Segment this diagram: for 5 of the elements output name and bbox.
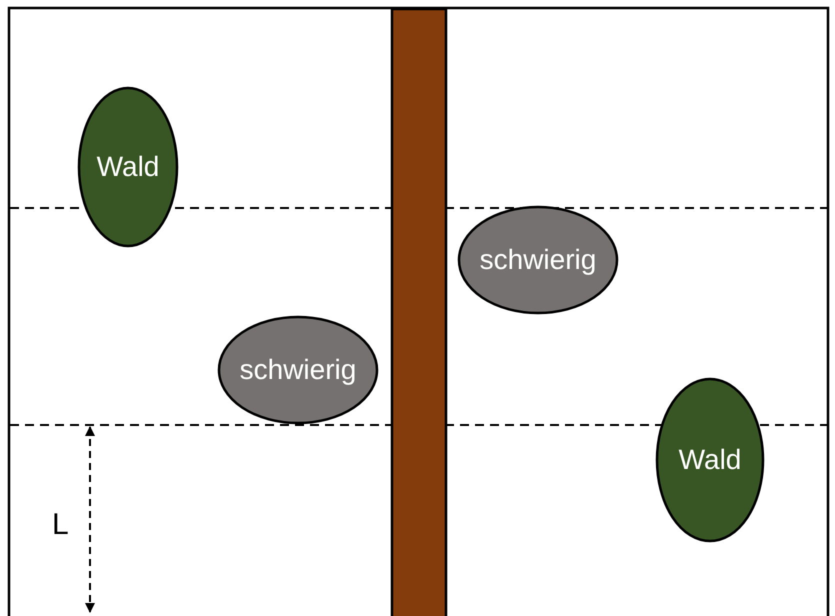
- dimension-label: L: [52, 508, 69, 542]
- area-label: Wald: [96, 151, 160, 183]
- area-label: Wald: [678, 444, 742, 476]
- area-label: schwierig: [480, 244, 596, 276]
- area-label: schwierig: [240, 354, 356, 386]
